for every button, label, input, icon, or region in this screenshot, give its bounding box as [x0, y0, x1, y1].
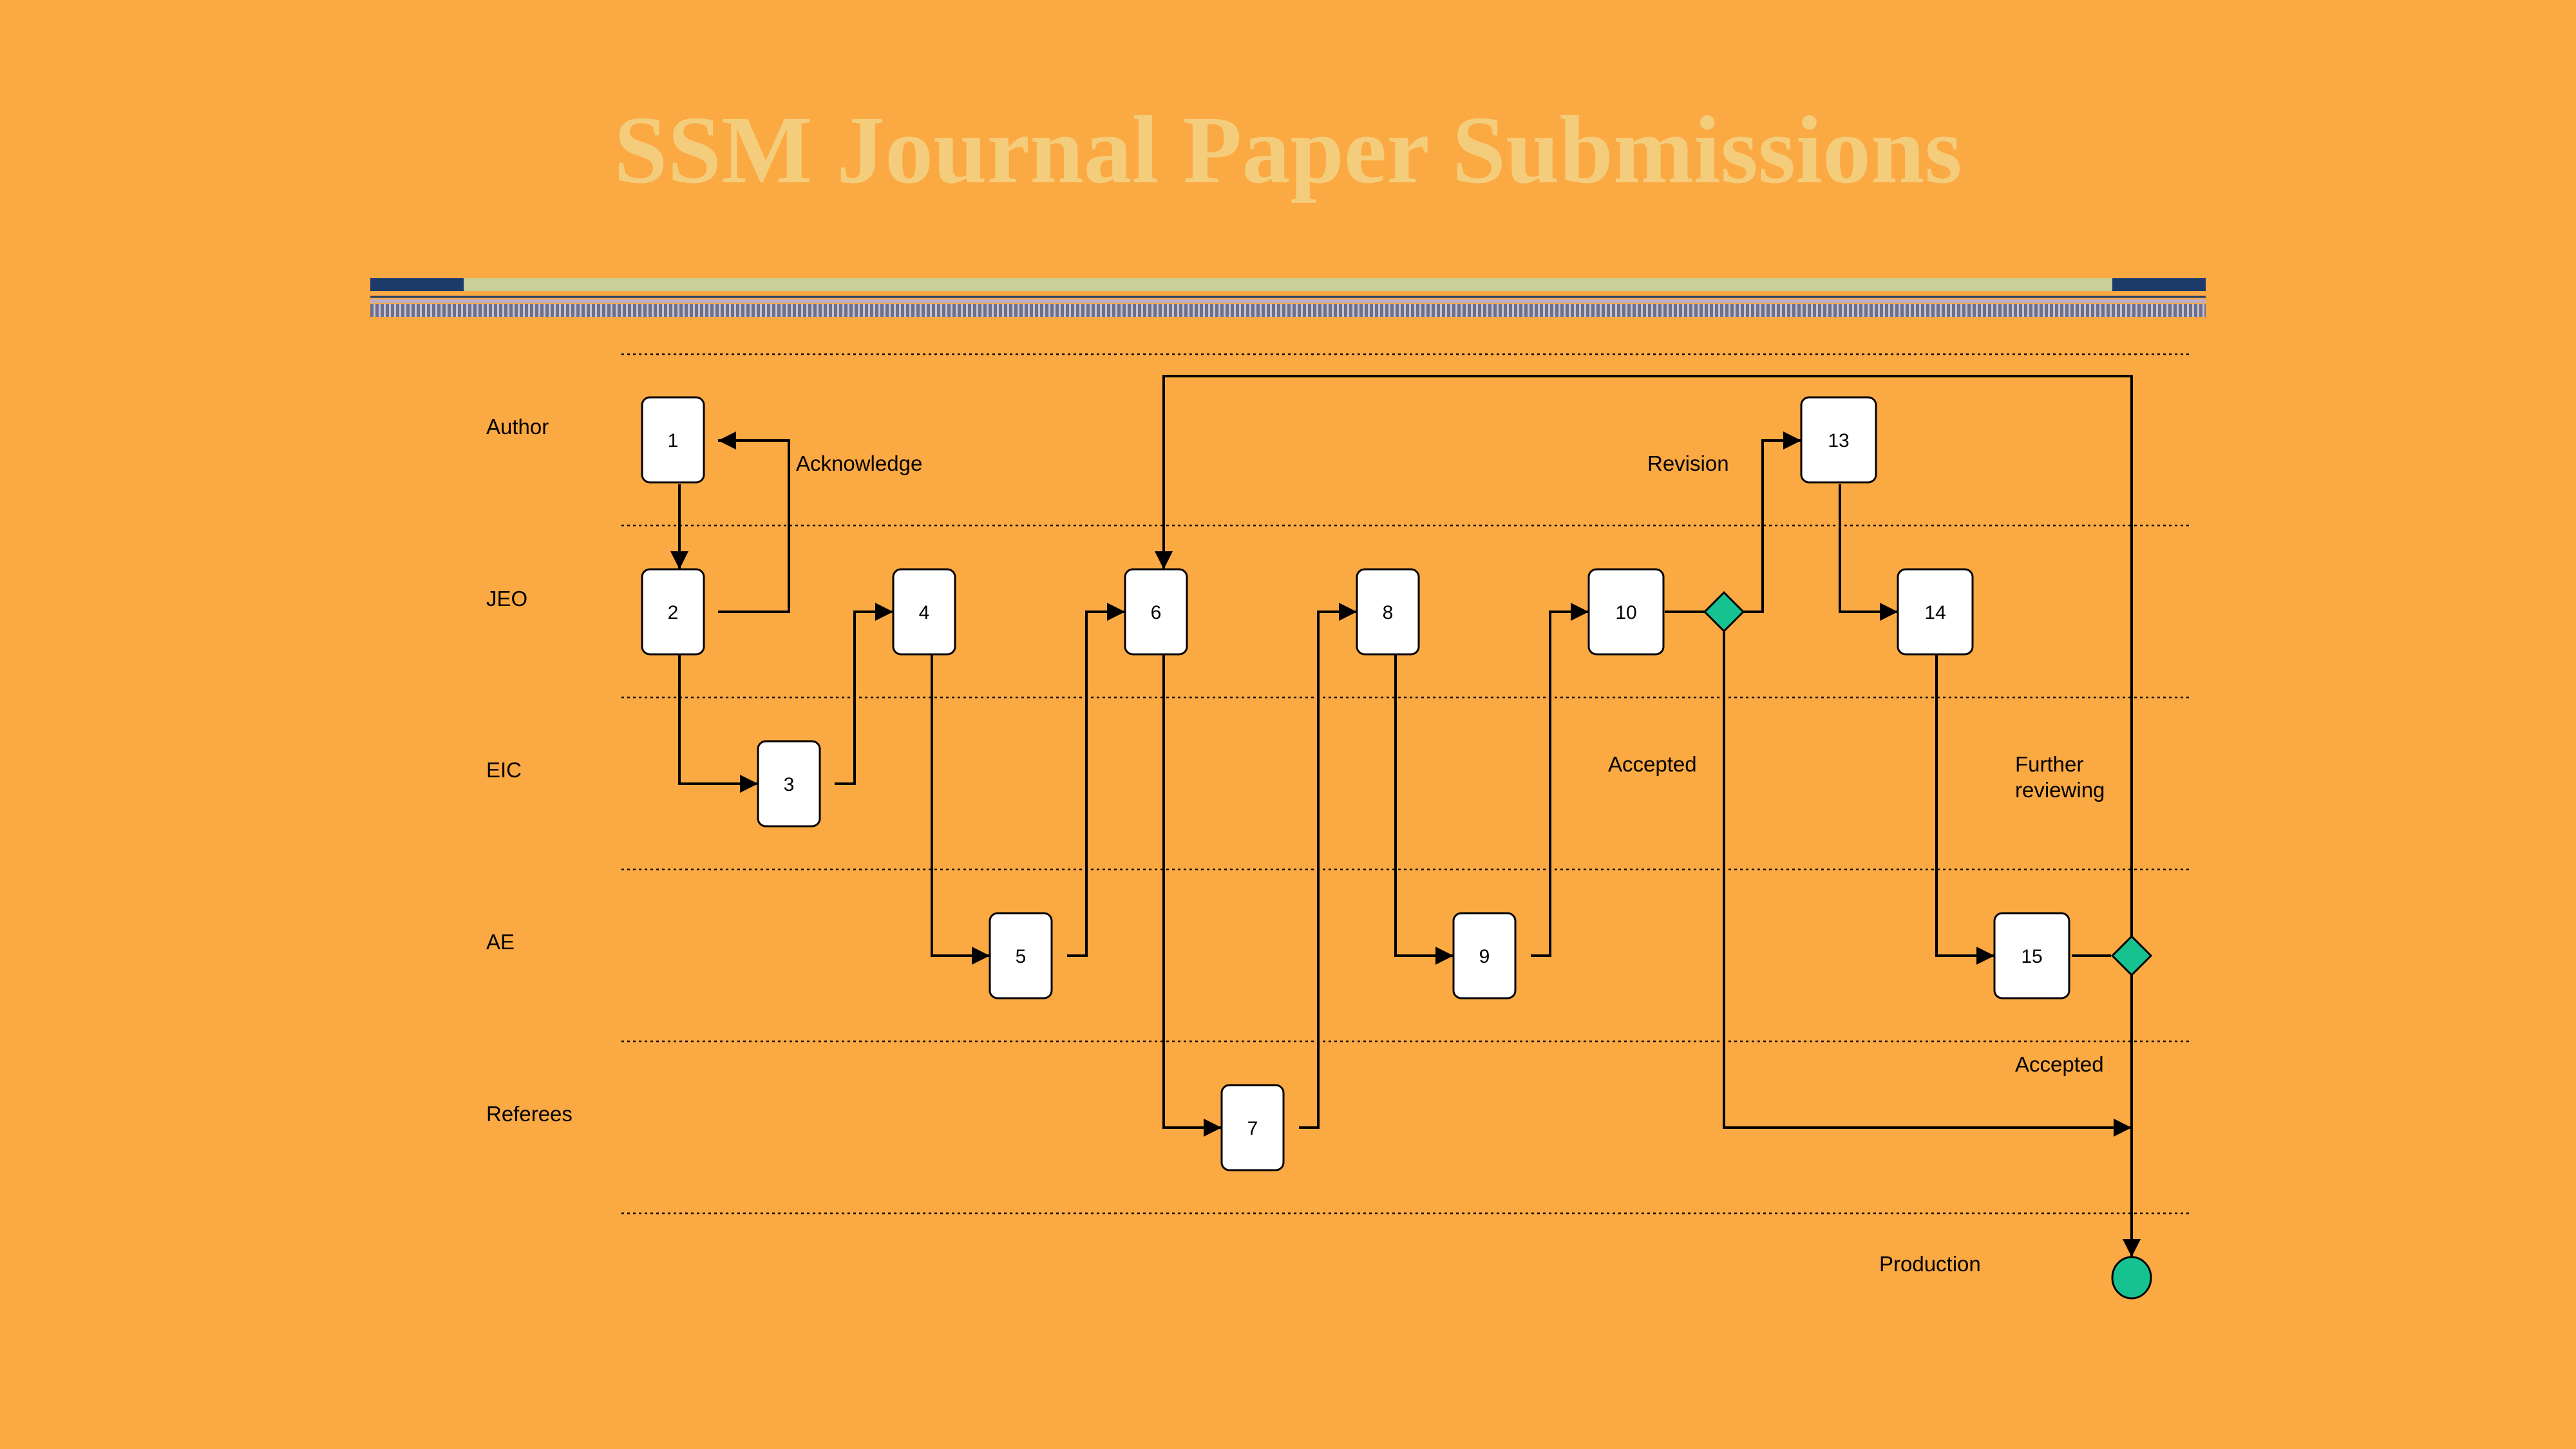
svg-text:6: 6 — [1151, 602, 1162, 623]
svg-text:13: 13 — [1828, 430, 1849, 451]
svg-text:15: 15 — [2021, 946, 2042, 967]
lane-label-author: Author — [486, 415, 549, 439]
svg-text:8: 8 — [1383, 602, 1394, 623]
edge-gateway-13-revision — [1743, 431, 1801, 613]
node-13[interactable]: 13 — [1800, 396, 1877, 484]
node-4[interactable]: 4 — [892, 568, 956, 656]
node-15[interactable]: 15 — [1993, 912, 2070, 999]
lane-label-eic: EIC — [486, 758, 522, 782]
node-9[interactable]: 9 — [1452, 912, 1517, 999]
node-3[interactable]: 3 — [757, 740, 821, 828]
edge-gateway-accepted — [1723, 631, 2132, 1137]
connectors — [670, 375, 2141, 1257]
lane-separators — [621, 353, 2190, 1215]
edge-5-6 — [1067, 603, 1125, 957]
label-revision: Revision — [1647, 451, 1729, 475]
lane-label-jeo: JEO — [486, 587, 527, 611]
node-7[interactable]: 7 — [1220, 1084, 1285, 1171]
node-2[interactable]: 2 — [641, 568, 705, 656]
svg-text:1: 1 — [668, 430, 679, 451]
label-production: Production — [1879, 1252, 1981, 1276]
lane-label-referees: Referees — [486, 1102, 573, 1126]
label-accepted-1: Accepted — [1608, 752, 1697, 776]
node-5[interactable]: 5 — [989, 912, 1053, 999]
edge-2-1-acknowledge — [718, 431, 790, 613]
header-rule-band — [464, 278, 2112, 291]
lane-label-ae: AE — [486, 930, 515, 954]
node-10[interactable]: 10 — [1587, 568, 1665, 656]
node-1[interactable]: 1 — [641, 396, 705, 484]
edge-6-7 — [1162, 655, 1222, 1137]
production-end-event[interactable] — [2111, 1256, 2152, 1300]
svg-text:2: 2 — [668, 602, 679, 623]
edge-4-5 — [931, 655, 990, 965]
edge-14-15 — [1935, 655, 1994, 965]
header-rule-left-block — [370, 278, 464, 291]
svg-text:10: 10 — [1615, 602, 1636, 623]
svg-text:9: 9 — [1479, 946, 1490, 967]
edge-3-4 — [835, 603, 893, 785]
label-accepted-2: Accepted — [2015, 1052, 2104, 1076]
edge-13-14 — [1839, 484, 1898, 621]
edge-7-8 — [1299, 603, 1357, 1129]
header-rule-right-block — [2112, 278, 2206, 291]
slide-title: SSM Journal Paper Submissions — [614, 97, 1962, 204]
header-rule-dashes — [370, 304, 2206, 317]
decision-gateway-1[interactable] — [1703, 591, 1745, 633]
label-reviewing: reviewing — [2015, 778, 2105, 802]
edge-9-10 — [1531, 603, 1589, 957]
svg-text:4: 4 — [919, 602, 930, 623]
svg-text:14: 14 — [1924, 602, 1946, 623]
node-14[interactable]: 14 — [1897, 568, 1974, 656]
edge-2-3 — [678, 655, 758, 793]
header-rule — [370, 278, 2206, 317]
decision-gateway-2[interactable] — [2110, 934, 2153, 977]
edge-gateway-6-further-reviewing — [1155, 375, 2133, 936]
edge-8-9 — [1394, 655, 1454, 965]
node-6[interactable]: 6 — [1124, 568, 1188, 656]
label-further: Further — [2015, 752, 2083, 776]
svg-text:3: 3 — [784, 774, 795, 795]
svg-text:7: 7 — [1247, 1118, 1258, 1139]
label-acknowledge: Acknowledge — [796, 451, 922, 475]
node-8[interactable]: 8 — [1356, 568, 1420, 656]
svg-text:5: 5 — [1016, 946, 1027, 967]
